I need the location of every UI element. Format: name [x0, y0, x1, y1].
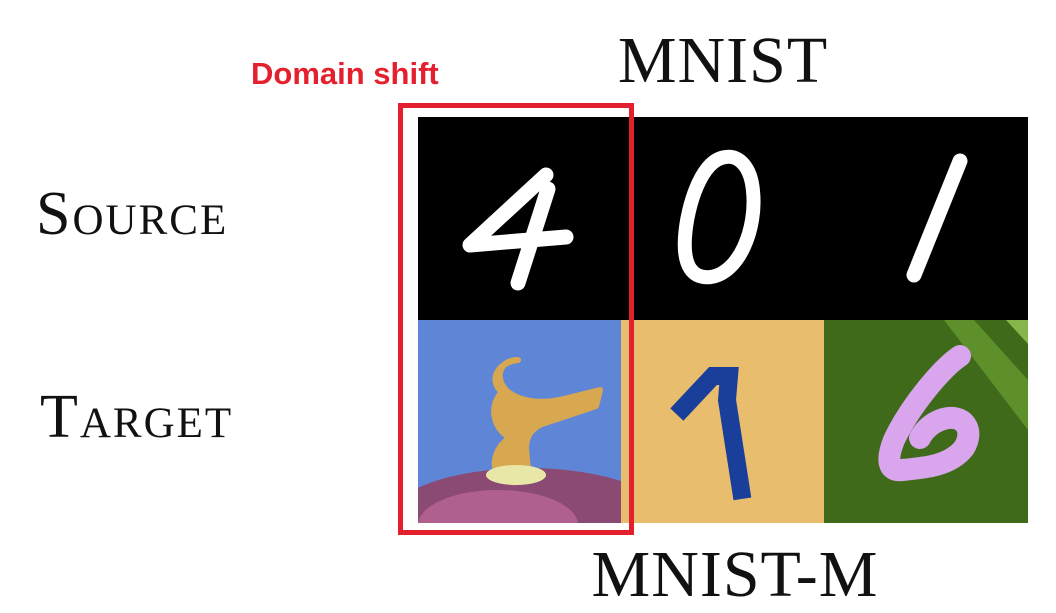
- source-digit-4-image: [418, 117, 621, 320]
- target-dataset-title: MNIST-M: [591, 538, 879, 611]
- target-digit-8-image: [418, 320, 621, 523]
- source-dataset-title: MNIST: [617, 24, 829, 97]
- domain-shift-highlight-box: [398, 103, 634, 535]
- source-digit-1-image: [824, 117, 1028, 320]
- source-row-label: Source: [36, 180, 229, 248]
- digit-image-grid: [418, 117, 1028, 523]
- target-row-label: Target: [40, 383, 234, 451]
- domain-shift-label: Domain shift: [251, 56, 439, 91]
- target-digit-1-image: [621, 320, 824, 523]
- source-digit-0-image: [621, 117, 824, 320]
- target-digit-6-image: [824, 320, 1028, 523]
